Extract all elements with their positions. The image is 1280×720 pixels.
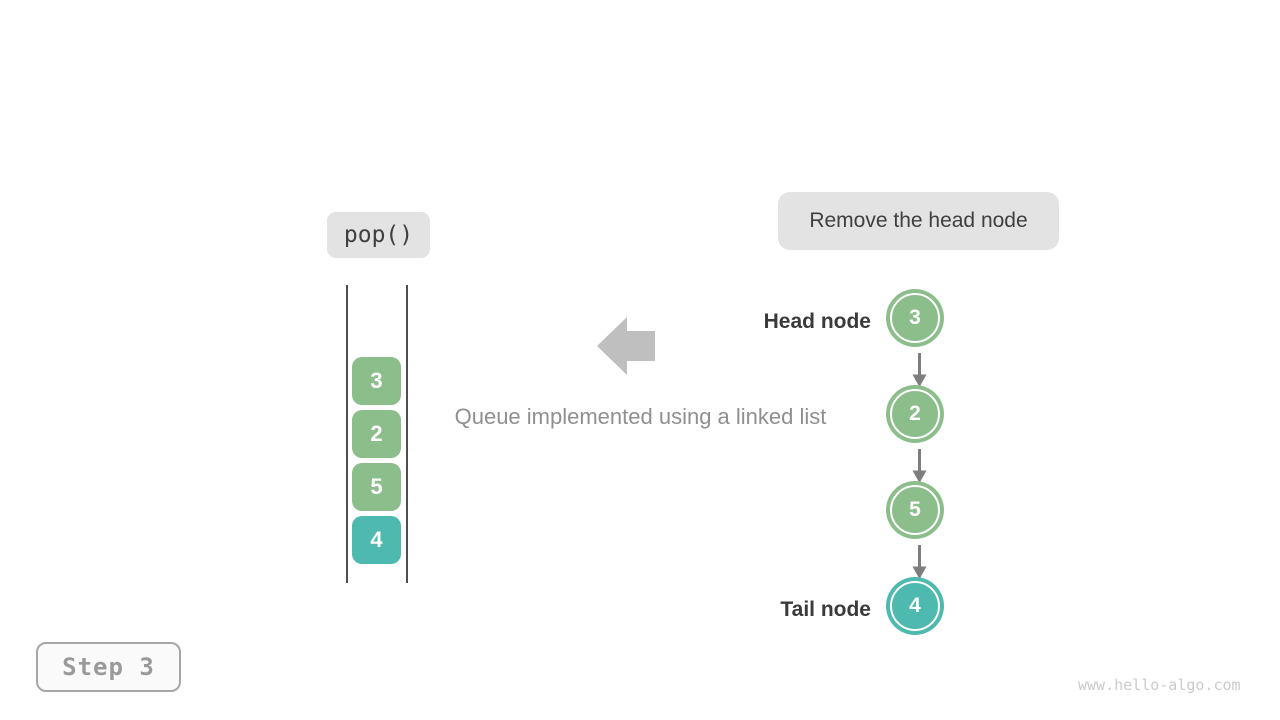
pop-operation-text: pop()	[343, 222, 414, 248]
step-badge-text: Step 3	[62, 653, 155, 681]
queue-cell-value: 3	[370, 368, 383, 393]
remove-head-callout: Remove the head node	[778, 192, 1059, 250]
queue-wall-left	[346, 285, 348, 583]
list-node-head: 3	[890, 293, 940, 343]
diagram-caption: Queue implemented using a linked list	[454, 404, 827, 429]
list-node: 2	[890, 389, 940, 439]
remove-head-callout-text: Remove the head node	[809, 209, 1028, 232]
pop-operation-label: pop()	[327, 212, 430, 258]
left-block-arrow-icon	[597, 317, 655, 375]
list-node-value: 4	[909, 594, 921, 617]
queue-cell: 2	[352, 410, 401, 458]
step-badge: Step 3	[36, 642, 181, 692]
queue-cell-value: 5	[370, 474, 383, 499]
list-node-value: 3	[909, 306, 921, 329]
queue-cell-value: 4	[370, 527, 383, 552]
list-arrow-icon	[912, 353, 927, 387]
queue-cell: 5	[352, 463, 401, 511]
list-node-value: 5	[909, 498, 921, 521]
list-node: 5	[890, 485, 940, 535]
queue-cell-value: 2	[370, 421, 383, 446]
watermark-url: www.hello-algo.com	[1078, 676, 1241, 694]
head-node-label: Head node	[763, 310, 871, 333]
queue-cell-tail: 4	[352, 516, 401, 564]
list-arrow-icon	[912, 449, 927, 483]
tail-node-label: Tail node	[780, 598, 871, 621]
queue-cell: 3	[352, 357, 401, 405]
list-arrow-icon	[912, 545, 927, 579]
list-node-value: 2	[909, 402, 921, 425]
list-node-tail: 4	[890, 581, 940, 631]
queue-wall-right	[406, 285, 408, 583]
